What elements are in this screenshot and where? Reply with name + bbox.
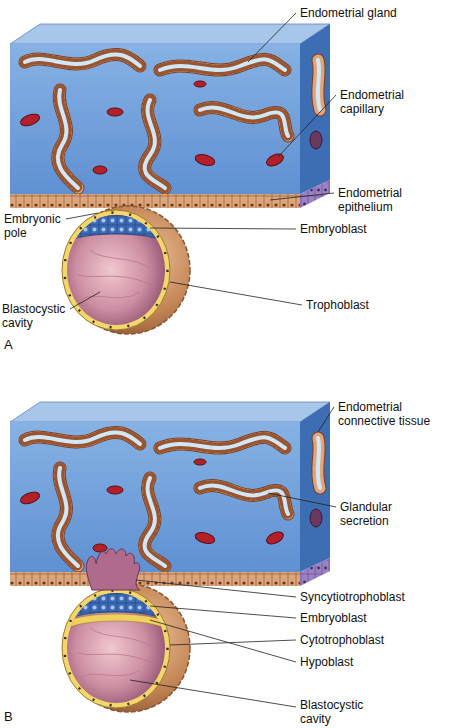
structure-label: Hypoblast	[300, 655, 420, 669]
leader-line	[278, 95, 336, 157]
syncytiotrophoblast-mass	[86, 549, 140, 590]
structure-label: Syncytiotrophoblast	[300, 590, 440, 604]
leader-line	[268, 493, 336, 507]
structure-label: Embryonic pole	[4, 212, 68, 240]
leader-line	[170, 282, 302, 305]
structure-label: Embryoblast	[300, 222, 420, 236]
endometrium-block-a	[10, 24, 330, 208]
panel-letter: A	[4, 338, 28, 352]
structure-label: Endometrial capillary	[340, 88, 420, 116]
structure-label: Endometrial epithelium	[338, 186, 418, 214]
structure-label: Trophoblast	[306, 298, 426, 312]
blastocyst-b	[62, 584, 190, 712]
structure-label: Glandular secretion	[340, 500, 410, 528]
leader-line	[130, 680, 296, 707]
structure-label: Embryoblast	[300, 611, 420, 625]
leader-line	[150, 228, 296, 229]
leader-line	[270, 193, 334, 200]
leader-line	[136, 580, 296, 597]
structure-label: Endometrial connective tissue	[338, 400, 443, 428]
blastocyst-a	[62, 206, 190, 334]
structure-label: Cytotrophoblast	[300, 633, 420, 647]
leader-line	[70, 292, 100, 309]
leader-line	[248, 13, 296, 62]
panel-letter: B	[4, 710, 28, 724]
structure-label: Blastocystic cavity	[2, 302, 72, 330]
leader-line	[150, 620, 296, 662]
leader-lines	[66, 13, 336, 707]
hypoblast-layer	[70, 614, 162, 627]
structure-label: Endometrial gland	[300, 6, 440, 20]
structure-label: Blastocystic cavity	[300, 698, 370, 726]
endometrium-block-b	[10, 402, 330, 586]
implantation-details	[70, 549, 162, 627]
leader-line	[66, 213, 98, 219]
leader-line	[318, 407, 334, 432]
leader-line	[150, 606, 296, 618]
